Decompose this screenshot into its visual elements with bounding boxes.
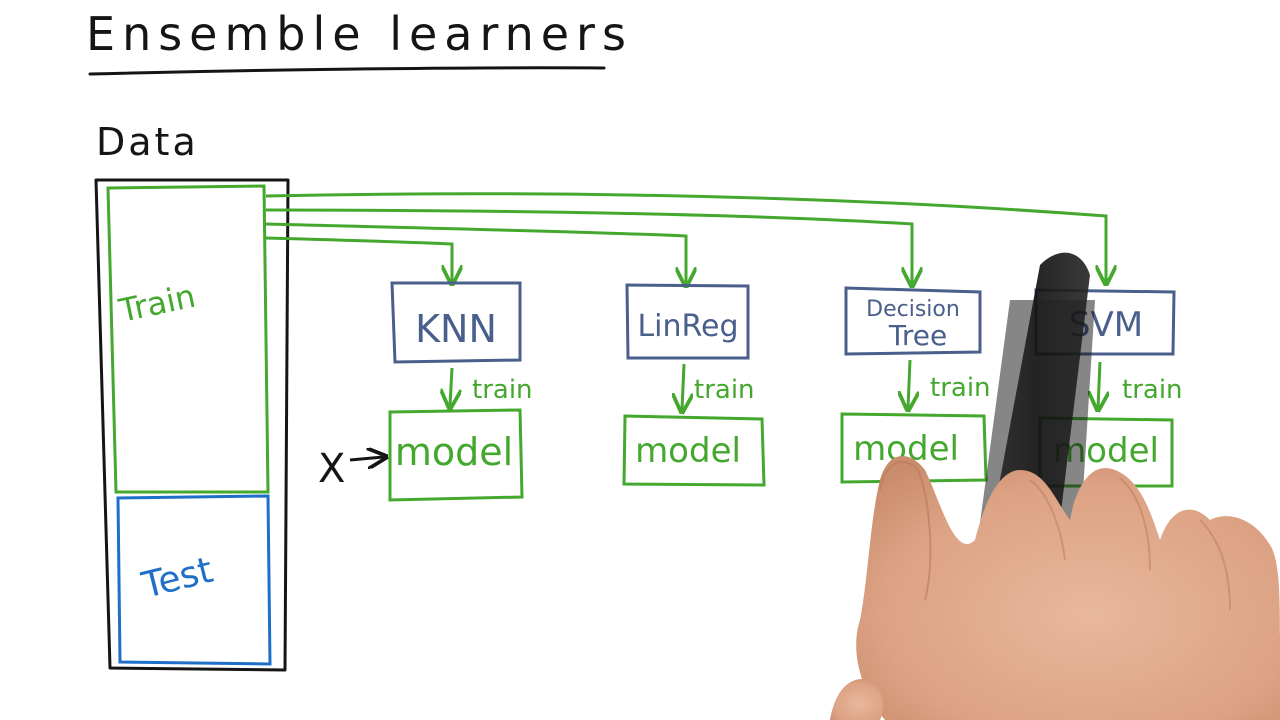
- train-arrow: [1098, 362, 1100, 408]
- train-connector-linreg: [266, 224, 686, 284]
- model-label: model: [635, 431, 741, 471]
- title-underline: [90, 68, 604, 74]
- train-arrow: [908, 360, 910, 408]
- train-connector-knn: [266, 238, 452, 282]
- data-column-outline: [96, 180, 288, 670]
- train-arrow: [450, 368, 452, 406]
- train-connector-decision-tree: [266, 210, 912, 284]
- train-arrow: [682, 364, 684, 410]
- learner-name: LinReg: [637, 309, 738, 344]
- learner-linreg: LinReg train model: [624, 285, 764, 485]
- learner-name: KNN: [415, 307, 497, 351]
- train-edge-label: train: [930, 373, 991, 403]
- train-edge-label: train: [1122, 375, 1183, 405]
- learner-name-line2: Tree: [888, 319, 947, 352]
- data-label: Data: [96, 120, 199, 164]
- x-input-label: X: [318, 446, 345, 492]
- learner-decision-tree: Decision Tree train model: [842, 288, 991, 482]
- train-label: Train: [115, 277, 199, 330]
- diagram-title: Ensemble learners: [86, 7, 633, 61]
- model-label: model: [395, 430, 513, 474]
- train-edge-label: train: [694, 375, 755, 405]
- learner-knn: KNN train model: [390, 283, 533, 500]
- test-label: Test: [137, 550, 217, 607]
- train-block: [108, 186, 268, 492]
- train-edge-label: train: [472, 375, 533, 405]
- x-input-arrow: [350, 457, 384, 460]
